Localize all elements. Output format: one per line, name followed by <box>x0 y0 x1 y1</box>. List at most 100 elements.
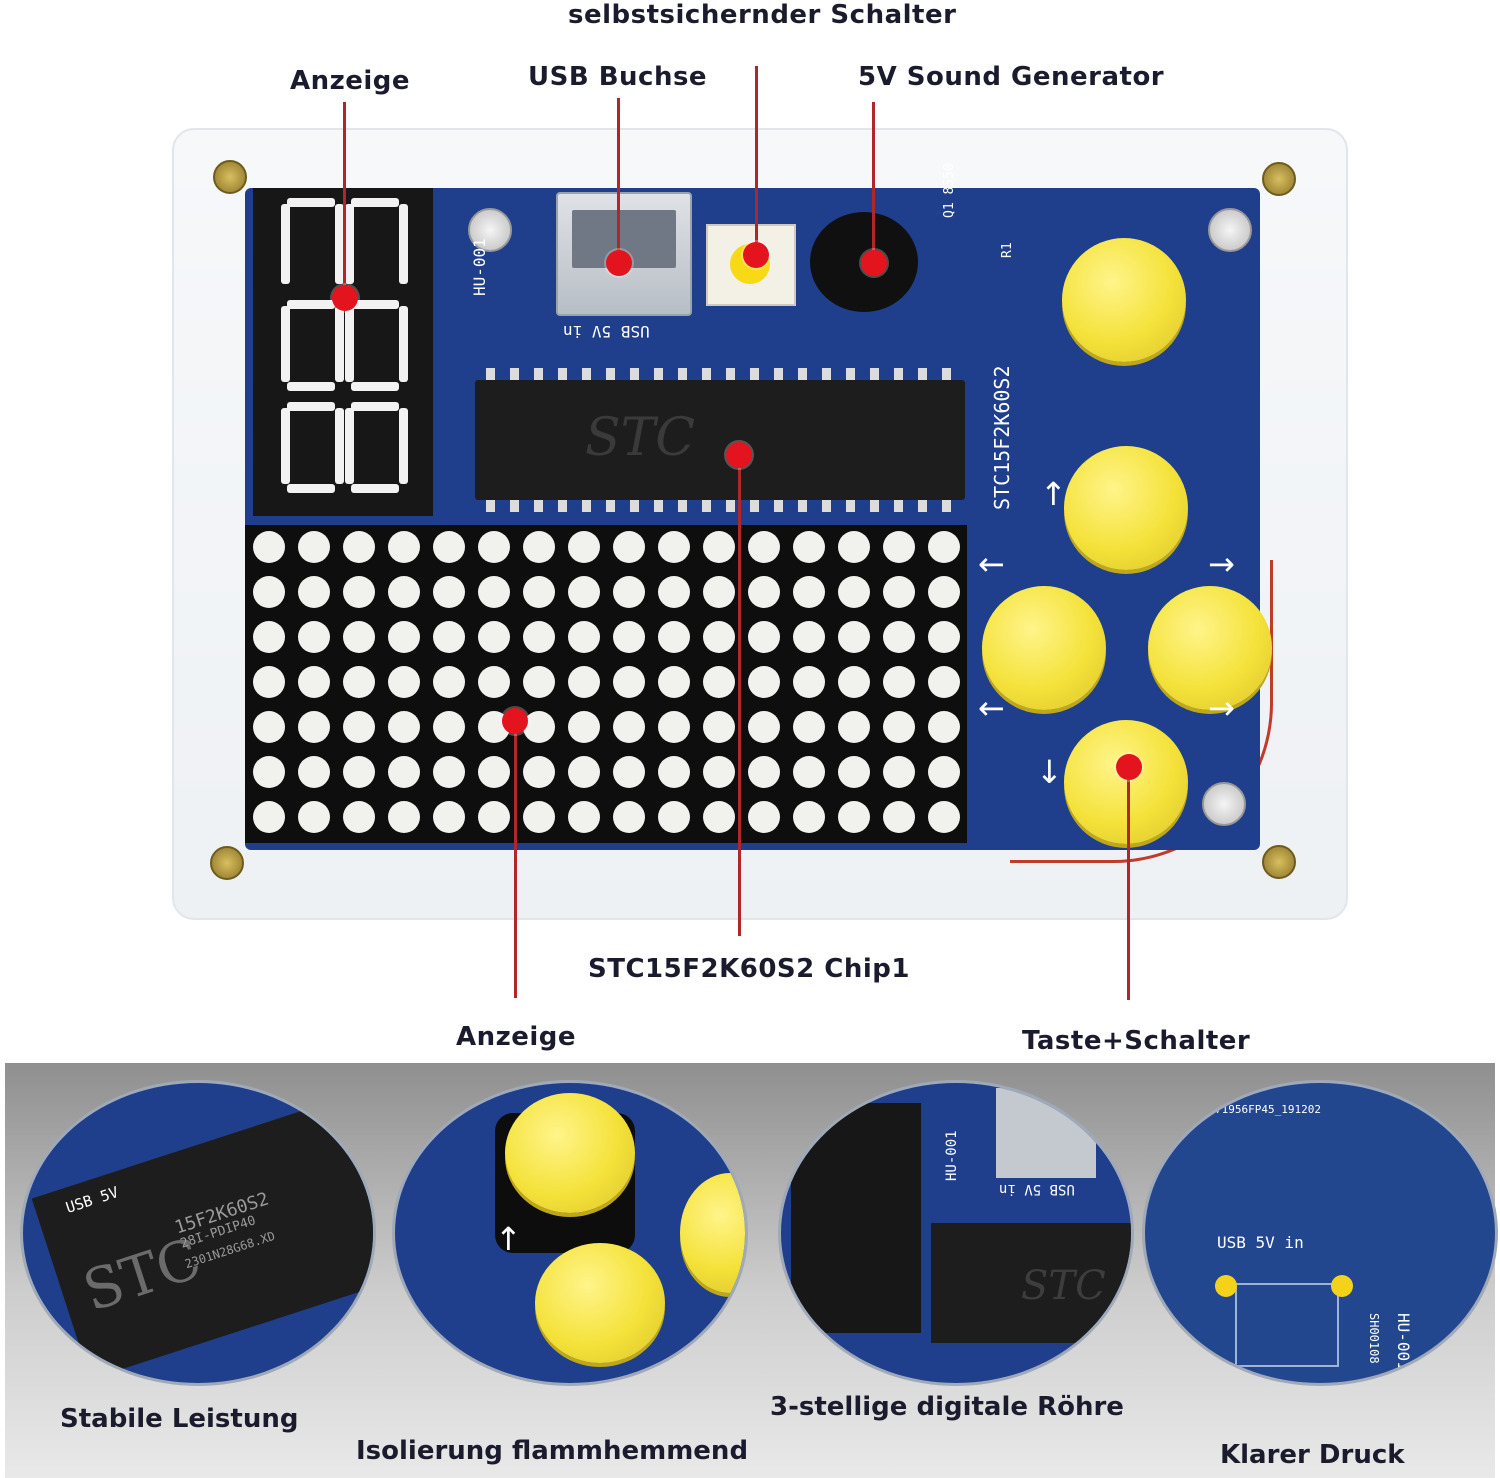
matrix-led <box>838 711 870 743</box>
matrix-led <box>793 756 825 788</box>
matrix-led <box>928 756 960 788</box>
chip-pin <box>702 500 711 512</box>
chip-pin <box>606 368 615 380</box>
matrix-led <box>388 801 420 833</box>
matrix-led <box>748 711 780 743</box>
matrix-led <box>703 576 735 608</box>
button-up[interactable] <box>1064 446 1188 570</box>
matrix-led <box>748 576 780 608</box>
marker-dot <box>502 708 528 734</box>
matrix-led <box>343 711 375 743</box>
matrix-led <box>658 576 690 608</box>
matrix-led <box>478 756 510 788</box>
matrix-led <box>298 801 330 833</box>
chip-pin <box>774 368 783 380</box>
chip-marking: STC <box>585 408 696 468</box>
matrix-led <box>703 666 735 698</box>
screw-icon <box>213 160 247 194</box>
zoom3-usb-label: USB 5V in <box>999 1181 1075 1197</box>
leader-line <box>343 102 346 298</box>
chip-pin <box>630 368 639 380</box>
matrix-led <box>343 621 375 653</box>
chip-pin <box>582 500 591 512</box>
arrow-down-icon: ↓ <box>1036 753 1063 791</box>
caption-insulation: Isolierung flammhemmend <box>356 1436 749 1466</box>
matrix-led <box>253 576 285 608</box>
matrix-led <box>928 531 960 563</box>
matrix-led <box>388 756 420 788</box>
matrix-led <box>793 711 825 743</box>
chip-pin <box>942 368 951 380</box>
matrix-led <box>298 711 330 743</box>
chip-pin <box>894 368 903 380</box>
matrix-led <box>838 801 870 833</box>
matrix-led <box>838 756 870 788</box>
matrix-led <box>928 711 960 743</box>
button-down[interactable] <box>1064 720 1188 844</box>
leader-line <box>755 66 758 256</box>
matrix-led <box>568 531 600 563</box>
matrix-led <box>748 666 780 698</box>
standoff-icon <box>1202 782 1246 826</box>
matrix-led <box>658 621 690 653</box>
matrix-led <box>928 666 960 698</box>
matrix-led <box>703 711 735 743</box>
matrix-led <box>883 531 915 563</box>
callout-sound-generator: 5V Sound Generator <box>858 62 1165 92</box>
pcb-r1-label: R1 <box>1000 242 1015 258</box>
zoom-buttons: ↑ <box>392 1080 748 1386</box>
zoom3-chip-marking: STC <box>1021 1263 1106 1309</box>
zoom-clear-print: 71956FP45_191202 USB 5V in HU-001 SH0010… <box>1142 1080 1498 1386</box>
chip-pin <box>654 500 663 512</box>
caption-stable: Stabile Leistung <box>60 1404 299 1434</box>
zoom4-usb-label: USB 5V in <box>1217 1233 1304 1252</box>
zoom3-board-label: HU-001 <box>944 1130 960 1181</box>
matrix-led <box>703 801 735 833</box>
chip-pin <box>942 500 951 512</box>
matrix-led <box>883 576 915 608</box>
matrix-led <box>388 621 420 653</box>
chip-pin <box>534 368 543 380</box>
matrix-led <box>298 756 330 788</box>
matrix-led <box>793 621 825 653</box>
callout-display-bottom: Anzeige <box>456 1022 577 1052</box>
matrix-led <box>793 531 825 563</box>
matrix-led <box>523 531 555 563</box>
button-a[interactable] <box>1062 238 1186 362</box>
matrix-led <box>928 576 960 608</box>
chip-pin <box>798 368 807 380</box>
screw-icon <box>210 846 244 880</box>
matrix-led <box>883 756 915 788</box>
screw-icon <box>1262 845 1296 879</box>
matrix-led <box>343 666 375 698</box>
matrix-led <box>883 801 915 833</box>
chip-pin <box>558 368 567 380</box>
matrix-led <box>748 801 780 833</box>
arrow-left-icon: ← <box>978 545 1005 583</box>
led-dot-matrix <box>245 525 967 843</box>
matrix-led <box>568 756 600 788</box>
zoom4-code: 71956FP45_191202 <box>1215 1103 1321 1116</box>
chip-pin <box>534 500 543 512</box>
matrix-led <box>523 801 555 833</box>
matrix-led <box>928 621 960 653</box>
matrix-led <box>883 711 915 743</box>
matrix-led <box>388 666 420 698</box>
matrix-led <box>343 756 375 788</box>
matrix-led <box>793 576 825 608</box>
button-right[interactable] <box>1148 586 1272 710</box>
matrix-led <box>523 576 555 608</box>
arrow-left-icon: ← <box>978 689 1005 727</box>
matrix-led <box>883 666 915 698</box>
matrix-led <box>658 531 690 563</box>
zoom-button <box>680 1173 745 1293</box>
button-left[interactable] <box>982 586 1106 710</box>
matrix-led <box>523 621 555 653</box>
matrix-led <box>478 531 510 563</box>
marker-dot <box>861 250 887 276</box>
chip-pin <box>870 500 879 512</box>
chip-pin <box>726 368 735 380</box>
matrix-led <box>613 621 645 653</box>
matrix-led <box>613 711 645 743</box>
chip-pin <box>894 500 903 512</box>
